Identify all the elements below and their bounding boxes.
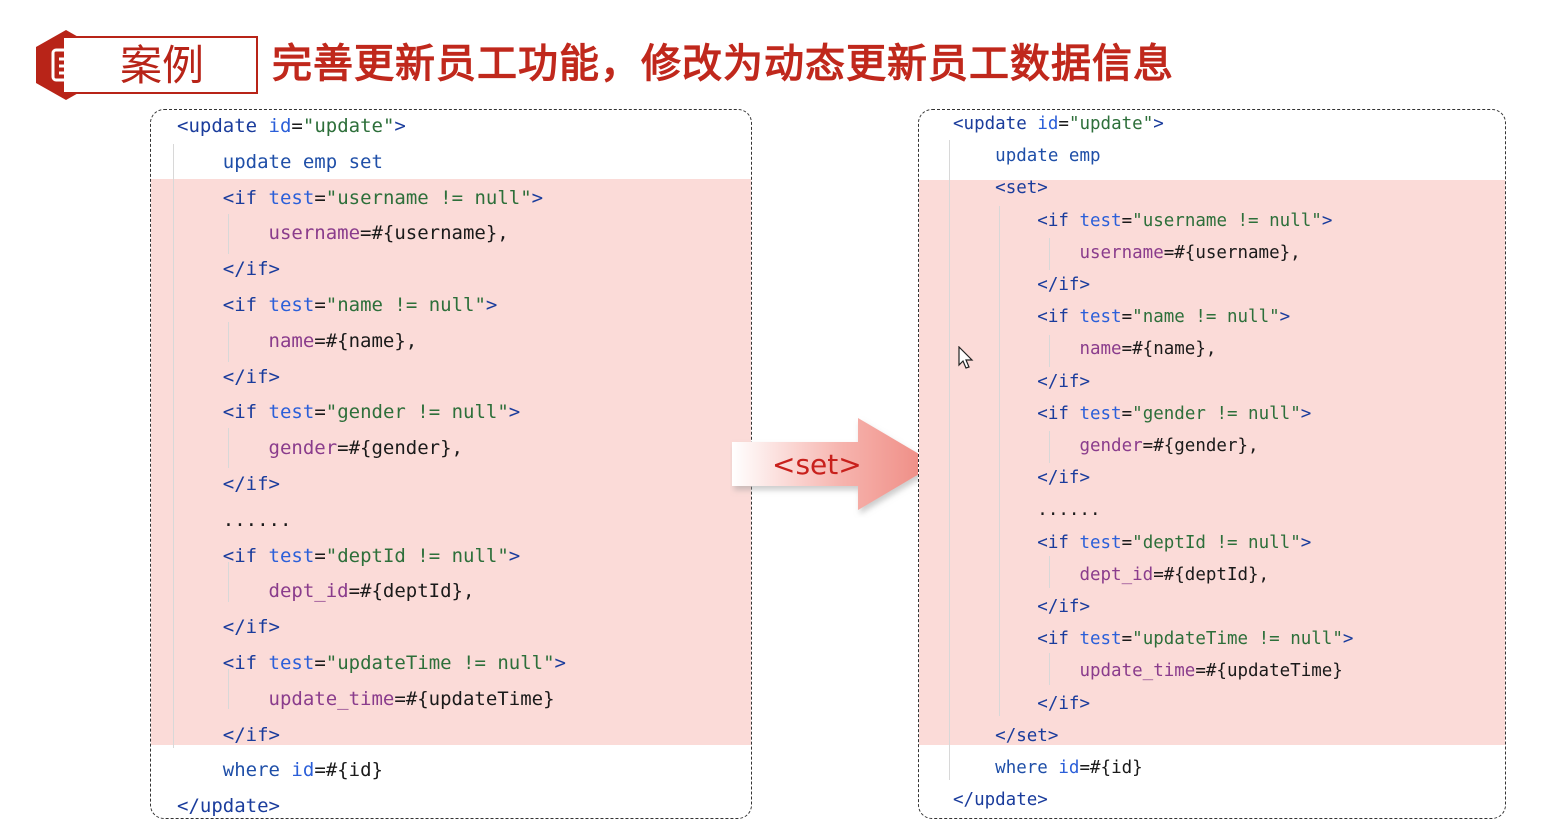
code-line: </if> xyxy=(1037,693,1090,714)
code-line: username=#{username}, xyxy=(268,222,509,245)
indent-guide xyxy=(1049,335,1050,367)
code-line: </if> xyxy=(1037,597,1090,617)
code-line: </set> xyxy=(995,725,1059,746)
mouse-cursor-icon xyxy=(958,346,974,369)
code-line: <if test="updateTime != null"> xyxy=(222,652,566,674)
code-line: <if test="updateTime != null"> xyxy=(1037,629,1354,650)
badge-frame xyxy=(64,36,258,94)
code-line: dept_id=#{deptId}, xyxy=(1079,564,1270,585)
code-line: <if test="name != null"> xyxy=(1037,307,1291,328)
code-line: gender=#{gender}, xyxy=(1079,436,1259,456)
case-badge: 案例 xyxy=(34,30,258,100)
code-line: </update> xyxy=(177,795,280,818)
indent-guide xyxy=(1049,238,1050,270)
code-line: <if test="username != null"> xyxy=(1037,210,1333,231)
code-line: </if> xyxy=(222,723,280,746)
code-line: <update id="update"> xyxy=(177,115,406,137)
code-line: ...... xyxy=(177,508,292,531)
code-line: <if test="deptId != null"> xyxy=(1037,532,1312,553)
code-line: name=#{name}, xyxy=(1079,339,1217,360)
code-line: update_time=#{updateTime} xyxy=(1079,661,1343,682)
code-line: <set> xyxy=(995,178,1048,199)
code-line: </if> xyxy=(1037,371,1090,392)
code-line: </if> xyxy=(222,365,280,388)
code-line: update_time=#{updateTime} xyxy=(268,687,555,710)
code-line: </if> xyxy=(222,473,280,495)
code-line: username=#{username}, xyxy=(1079,242,1301,263)
code-panel-after: <update id="update"> update emp <set> <i… xyxy=(918,109,1506,819)
indent-guide xyxy=(228,322,229,362)
code-line: update emp xyxy=(995,146,1101,167)
code-line: <if test="username != null"> xyxy=(222,186,544,209)
code-line: <if test="gender != null"> xyxy=(222,401,521,424)
code-line: dept_id=#{deptId}, xyxy=(268,580,475,603)
code-line: </if> xyxy=(1037,275,1090,295)
badge-label: 案例 xyxy=(120,41,205,90)
indent-guide xyxy=(228,214,229,254)
code-line: ...... xyxy=(953,500,1101,521)
indent-guide xyxy=(228,428,229,468)
indent-guide xyxy=(228,669,229,709)
indent-guide xyxy=(1049,653,1050,685)
code-panel-before: <update id="update"> update emp set <if … xyxy=(150,109,752,819)
code-line: name=#{name}, xyxy=(268,329,418,352)
indent-guide xyxy=(949,140,950,780)
code-line: </update> xyxy=(953,790,1048,811)
code-line: <if test="deptId != null"> xyxy=(222,544,521,567)
code-line: update emp set xyxy=(222,150,383,173)
right-arrow-icon xyxy=(732,418,936,510)
indent-guide xyxy=(173,144,174,748)
code-line: </if> xyxy=(222,258,280,281)
page-title: 完善更新员工功能，修改为动态更新员工数据信息 xyxy=(272,41,1174,87)
code-line: <if test="gender != null"> xyxy=(1037,403,1312,424)
highlight-block xyxy=(919,180,1505,745)
highlight-block xyxy=(151,179,751,745)
arrow-label: <set> xyxy=(772,448,862,481)
code-line: <if test="name != null"> xyxy=(222,294,498,316)
indent-guide xyxy=(1049,431,1050,463)
code-line: <update id="update"> xyxy=(953,114,1164,134)
code-line: where id=#{id} xyxy=(995,758,1143,778)
code-line: gender=#{gender}, xyxy=(268,437,463,460)
code-line: </if> xyxy=(222,616,280,639)
indent-guide xyxy=(999,206,1000,716)
code-line: </if> xyxy=(1037,468,1090,489)
code-line: where id=#{id} xyxy=(222,759,383,782)
indent-guide xyxy=(1049,556,1050,588)
indent-guide xyxy=(228,562,229,602)
